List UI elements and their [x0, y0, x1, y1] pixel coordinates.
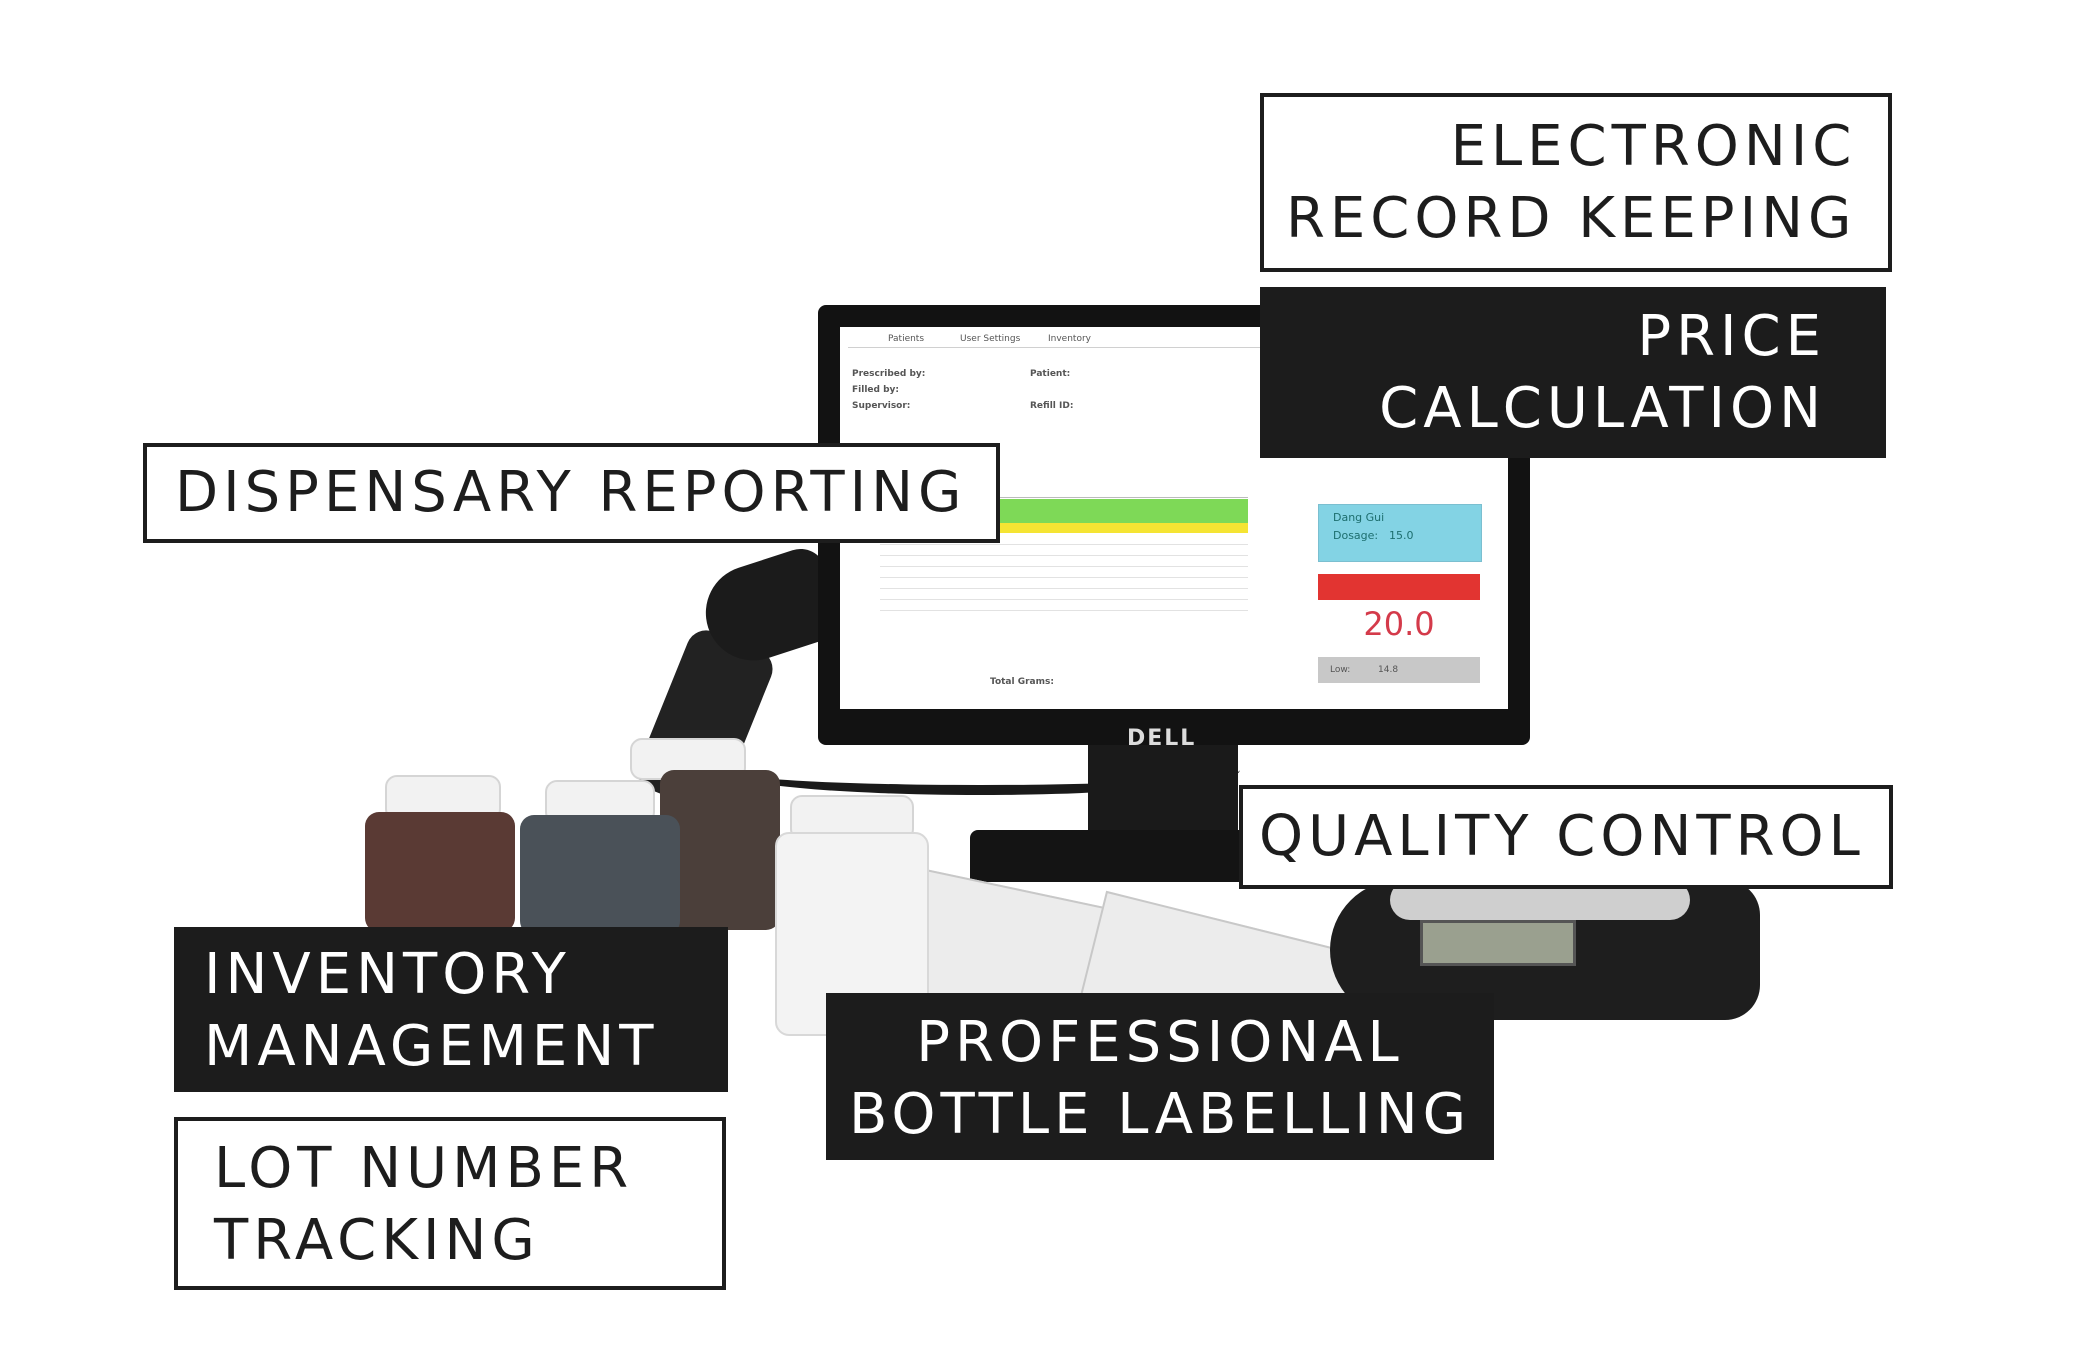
low-label: Low: — [1330, 665, 1351, 675]
feature-label-electronic-record-keeping: ELECTRONIC RECORD KEEPING — [1260, 93, 1893, 273]
patient-label: Patient: — [1030, 369, 1071, 379]
prescribed-by-label: Prescribed by: — [852, 369, 926, 379]
tab-inventory[interactable]: Inventory — [1048, 334, 1091, 344]
feature-label-line: PROFESSIONAL — [916, 1010, 1404, 1075]
scale-display — [1420, 920, 1576, 966]
feature-label-line: ELECTRONIC — [1450, 114, 1857, 179]
herb-bottle — [660, 770, 780, 930]
feature-label-line: RECORD KEEPING — [1286, 185, 1857, 251]
scanner-cable — [720, 745, 1240, 795]
feature-label-lot-number-tracking: LOT NUMBER TRACKING — [174, 1117, 726, 1291]
feature-label-quality-control: QUALITY CONTROL — [1239, 785, 1893, 889]
current-herb-panel: Dang Gui Dosage: 15.0 — [1318, 504, 1482, 562]
tab-user-settings[interactable]: User Settings — [960, 334, 1021, 344]
monitor-stand — [1088, 745, 1238, 845]
feature-label-line: LOT NUMBER — [214, 1136, 634, 1201]
software-toolbar: Patients User Settings Inventory — [848, 331, 1508, 348]
weight-alert-bar — [1318, 574, 1480, 600]
feature-label-line: DISPENSARY REPORTING — [175, 460, 967, 525]
table-row[interactable] — [880, 578, 1248, 589]
low-tolerance-box: Low: 14.8 — [1318, 657, 1480, 683]
feature-label-line: INVENTORY — [204, 942, 571, 1007]
table-row[interactable] — [880, 567, 1248, 578]
feature-label-line: QUALITY CONTROL — [1259, 804, 1865, 869]
low-value: 14.8 — [1378, 665, 1399, 675]
table-row[interactable] — [880, 556, 1248, 567]
filled-by-label: Filled by: — [852, 385, 899, 395]
table-row[interactable] — [880, 600, 1248, 611]
feature-label-professional-bottle-labelling: PROFESSIONAL BOTTLE LABELLING — [826, 993, 1494, 1161]
refill-label: Refill ID: — [1030, 401, 1074, 411]
feature-label-line: BOTTLE LABELLING — [848, 1081, 1472, 1147]
feature-label-inventory-management: INVENTORY MANAGEMENT — [174, 927, 728, 1093]
table-header — [880, 487, 1248, 498]
feature-label-line: CALCULATION — [1379, 375, 1826, 441]
feature-label-line: MANAGEMENT — [204, 1013, 659, 1079]
dosage-value: 15.0 — [1389, 529, 1414, 542]
herb-bottle — [520, 815, 680, 935]
weight-readout: 20.0 — [1363, 605, 1435, 643]
supervisor-label: Supervisor: — [852, 401, 911, 411]
table-row[interactable] — [880, 534, 1248, 545]
feature-label-line: PRICE — [1637, 304, 1826, 369]
feature-label-dispensary-reporting: DISPENSARY REPORTING — [143, 443, 1001, 543]
total-grams-label: Total Grams: — [990, 677, 1054, 687]
tab-patients[interactable]: Patients — [888, 334, 925, 344]
herb-name: Dang Gui — [1333, 511, 1385, 524]
feature-label-price-calculation: PRICE CALCULATION — [1260, 287, 1886, 459]
herb-bottle — [365, 812, 515, 932]
table-row-active[interactable] — [880, 523, 1248, 533]
dosage-label: Dosage: — [1333, 529, 1379, 542]
table-row[interactable] — [880, 589, 1248, 600]
table-row[interactable] — [880, 545, 1248, 556]
feature-label-line: TRACKING — [214, 1207, 540, 1273]
